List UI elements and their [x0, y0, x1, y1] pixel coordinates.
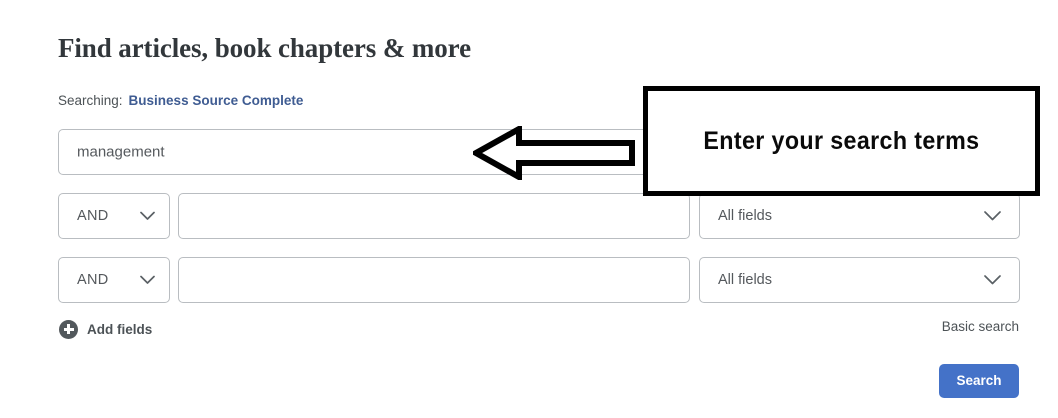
field-scope-label-row2: All fields [718, 208, 772, 224]
searching-line: Searching: Business Source Complete [58, 92, 303, 110]
add-fields-label: Add fields [87, 321, 153, 337]
search-term-input-row3[interactable] [178, 257, 690, 303]
chevron-down-icon [140, 275, 155, 285]
left-arrow-icon [469, 123, 635, 183]
chevron-down-icon [984, 211, 1001, 221]
searching-label: Searching: [58, 93, 123, 108]
add-fields-button[interactable]: Add fields [59, 318, 152, 340]
field-scope-select-row3[interactable]: All fields [699, 257, 1020, 303]
search-input-value: management [77, 143, 165, 161]
field-scope-label-row3: All fields [718, 272, 772, 288]
basic-search-link[interactable]: Basic search [941, 319, 1019, 334]
search-button[interactable]: Search [939, 364, 1019, 398]
boolean-operator-select-row3[interactable]: AND [58, 257, 170, 303]
chevron-down-icon [984, 275, 1001, 285]
search-term-input-row2[interactable] [178, 193, 690, 239]
boolean-operator-label-row2: AND [77, 208, 109, 224]
field-scope-select-row2[interactable]: All fields [699, 193, 1020, 239]
boolean-operator-label-row3: AND [77, 272, 109, 288]
chevron-down-icon [140, 211, 155, 221]
annotation-callout-text: Enter your search terms [703, 126, 980, 155]
page-title: Find articles, book chapters & more [58, 33, 471, 63]
annotation-callout: Enter your search terms [643, 86, 1040, 196]
plus-circle-icon [59, 319, 78, 339]
boolean-operator-select-row2[interactable]: AND [58, 193, 170, 239]
searching-database-link[interactable]: Business Source Complete [128, 93, 304, 108]
